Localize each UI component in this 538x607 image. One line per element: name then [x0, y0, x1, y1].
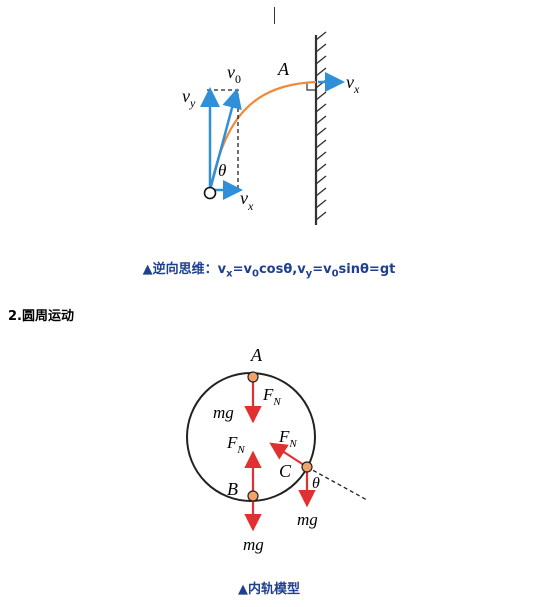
vx-top-label: vx — [346, 72, 360, 96]
vx-bottom-label: vx — [240, 188, 254, 213]
fn-right-arrow — [269, 442, 308, 468]
caption1-eq1-mid: =v — [232, 262, 252, 277]
point-a-label: A — [250, 345, 263, 365]
caption1-v0-sub: 0 — [251, 268, 259, 280]
caption1-eq1-end: cosθ, — [258, 262, 298, 277]
caption1-prefix: ▲逆向思维： — [142, 262, 218, 277]
ball-c — [301, 461, 313, 473]
v0-arrow — [208, 88, 242, 191]
caption1-vx: v — [217, 262, 227, 277]
caption1-eq2-mid: =v — [312, 262, 332, 277]
fn-mid-label: FN — [226, 433, 245, 456]
v0-label: v0 — [227, 62, 241, 86]
right-angle-mark — [306, 82, 316, 91]
caption1-v0-sub2: 0 — [331, 268, 339, 280]
launch-point — [203, 186, 217, 200]
point-c-label: C — [279, 461, 292, 481]
wall-hatching — [315, 31, 327, 221]
ball-a — [247, 371, 259, 383]
figure1-caption: ▲逆向思维：vx=v0cosθ,vy=v0sinθ=gt — [0, 258, 538, 280]
radius-extension-dashed — [306, 466, 368, 501]
theta-label: θ — [312, 475, 320, 492]
inner-track-figure: A FN mg FN FN C θ B mg mg — [175, 345, 375, 560]
point-b-label: B — [227, 479, 238, 499]
text-cursor — [274, 7, 275, 24]
fn-top-label: FN — [262, 385, 281, 408]
mg-top-label: mg — [213, 403, 234, 422]
circular-track — [186, 372, 316, 502]
fn-right-label: FN — [278, 427, 297, 450]
theta-label: θ — [218, 161, 226, 180]
mg-right-label: mg — [297, 510, 318, 529]
caption1-vx-sub: x — [226, 268, 233, 280]
caption1-eq2-end: sinθ=gt — [338, 262, 396, 277]
figure2-caption: ▲内轨模型 — [238, 582, 300, 597]
ball-b — [247, 490, 259, 502]
section-heading: 2.圆周运动 — [8, 309, 74, 324]
mg-bottom-label: mg — [243, 535, 264, 554]
caption1-vy: v — [297, 262, 306, 277]
point-a-label: A — [277, 59, 290, 79]
caption1-vy-sub: y — [305, 268, 313, 280]
projectile-figure: vy v0 A vx θ vx — [170, 30, 375, 240]
vy-label: vy — [182, 86, 196, 110]
